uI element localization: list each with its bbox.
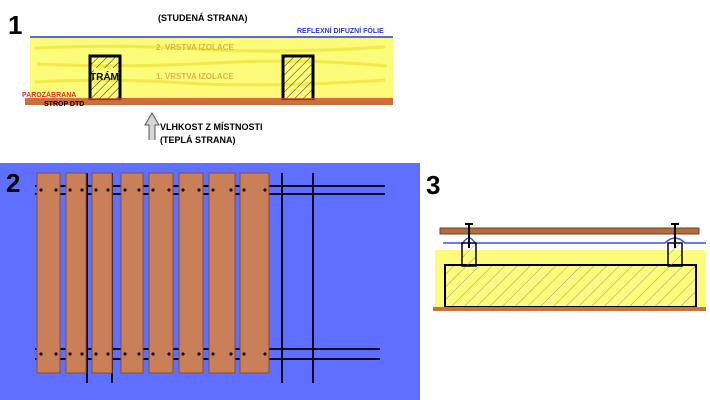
plank	[120, 172, 144, 374]
screw-dot	[68, 352, 72, 356]
cold-side-label: (STUDENÁ STRANA)	[158, 13, 248, 23]
screw-dot	[54, 188, 58, 192]
plank	[36, 172, 61, 374]
screw-dot	[263, 352, 267, 356]
plank	[208, 172, 236, 374]
plank	[148, 172, 174, 374]
screw-dot	[151, 188, 155, 192]
screw-left	[465, 223, 473, 248]
screw-dot	[94, 188, 98, 192]
screw-dot	[197, 352, 201, 356]
plank	[239, 172, 270, 374]
screw-dot	[106, 188, 110, 192]
screw-dot	[123, 188, 127, 192]
screw-dot	[151, 352, 155, 356]
section-number-2: 2	[6, 168, 21, 198]
screw-dot	[181, 188, 185, 192]
moisture-arrow	[144, 112, 160, 140]
screw-dot	[229, 188, 233, 192]
insulation-layer-1-label: 1. VRSTVA IZOLACE	[156, 72, 234, 81]
screw-dot	[68, 188, 72, 192]
plank	[91, 172, 113, 374]
screw-dot	[94, 352, 98, 356]
screw-dot	[80, 188, 84, 192]
section-number-3: 3	[426, 170, 441, 200]
screw-dot	[54, 352, 58, 356]
ceiling-board	[25, 100, 393, 105]
section-number-1: 1	[8, 10, 23, 40]
screw-dot	[106, 352, 110, 356]
screw-dot	[80, 352, 84, 356]
mounting-beam	[444, 264, 697, 308]
detail-foil-line	[443, 237, 706, 244]
screw-dot	[123, 352, 127, 356]
beam-label: TRÁM	[90, 72, 119, 83]
screw-dot	[181, 352, 185, 356]
screw-dot	[211, 188, 215, 192]
screw-dot	[39, 352, 43, 356]
reflective-foil-label: REFLEXNÍ DIFUZNÍ FÓLIE	[297, 28, 384, 35]
detail-bottom-board	[433, 307, 706, 311]
screw-dot	[39, 188, 43, 192]
ceiling-label: STROP DTD	[44, 101, 85, 108]
beam-right	[281, 54, 315, 102]
screw-dot	[229, 352, 233, 356]
plank-layout-panel	[0, 163, 420, 400]
moisture-label-line2: (TEPLÁ STRANA)	[160, 135, 236, 145]
plank	[65, 172, 87, 374]
plank	[178, 172, 204, 374]
vapor-barrier-label: PAROZÁBRANA	[22, 92, 77, 99]
screw-dot	[242, 352, 246, 356]
screw-dot	[167, 352, 171, 356]
screw-dot	[137, 352, 141, 356]
screw-dot	[242, 188, 246, 192]
screw-dot	[167, 188, 171, 192]
moisture-label-line1: VLHKOST Z MÍSTNOSTI	[160, 122, 263, 132]
screw-dot	[211, 352, 215, 356]
detail-top-plank	[439, 227, 700, 235]
screw-dot	[137, 188, 141, 192]
insulation-cross-section	[25, 36, 393, 140]
screw-right	[671, 223, 679, 248]
screw-dot	[263, 188, 267, 192]
mounting-detail	[433, 223, 706, 311]
screw-dot	[197, 188, 201, 192]
insulation-layer-2-label: 2. VRSTVA IZOLACE	[156, 43, 234, 52]
planks-group	[36, 172, 270, 374]
